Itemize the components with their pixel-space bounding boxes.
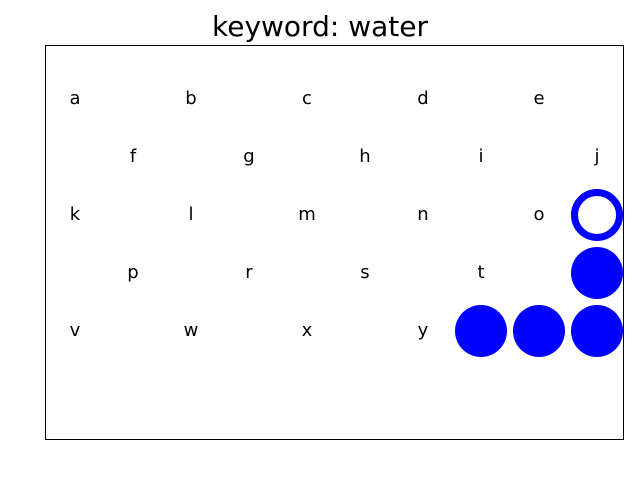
letter-board: a b c d e f g h i j k l m n o p r s t v … [45,45,624,440]
key-w[interactable]: w [183,320,199,341]
key-j[interactable]: j [594,146,600,167]
key-r[interactable]: r [245,262,253,283]
key-l[interactable]: l [188,204,194,225]
filled-circle-marker [513,305,565,357]
key-h[interactable]: h [359,146,371,167]
key-e[interactable]: e [533,88,545,109]
key-f[interactable]: f [129,146,137,167]
cursor-ring-marker [571,189,623,241]
key-b[interactable]: b [185,88,197,109]
key-p[interactable]: p [127,262,139,283]
key-d[interactable]: d [417,88,429,109]
key-n[interactable]: n [417,204,429,225]
key-i[interactable]: i [478,146,484,167]
filled-circle-marker [571,305,623,357]
filled-circle-marker [571,247,623,299]
key-m[interactable]: m [298,204,316,225]
key-a[interactable]: a [69,88,81,109]
key-g[interactable]: g [243,146,255,167]
key-y[interactable]: y [417,320,429,341]
key-c[interactable]: c [302,88,312,109]
key-v[interactable]: v [69,320,81,341]
page-title: keyword: water [212,10,428,43]
key-s[interactable]: s [360,262,370,283]
key-t[interactable]: t [477,262,485,283]
filled-circle-marker [455,305,507,357]
key-x[interactable]: x [301,320,313,341]
key-k[interactable]: k [69,204,81,225]
key-o[interactable]: o [533,204,545,225]
